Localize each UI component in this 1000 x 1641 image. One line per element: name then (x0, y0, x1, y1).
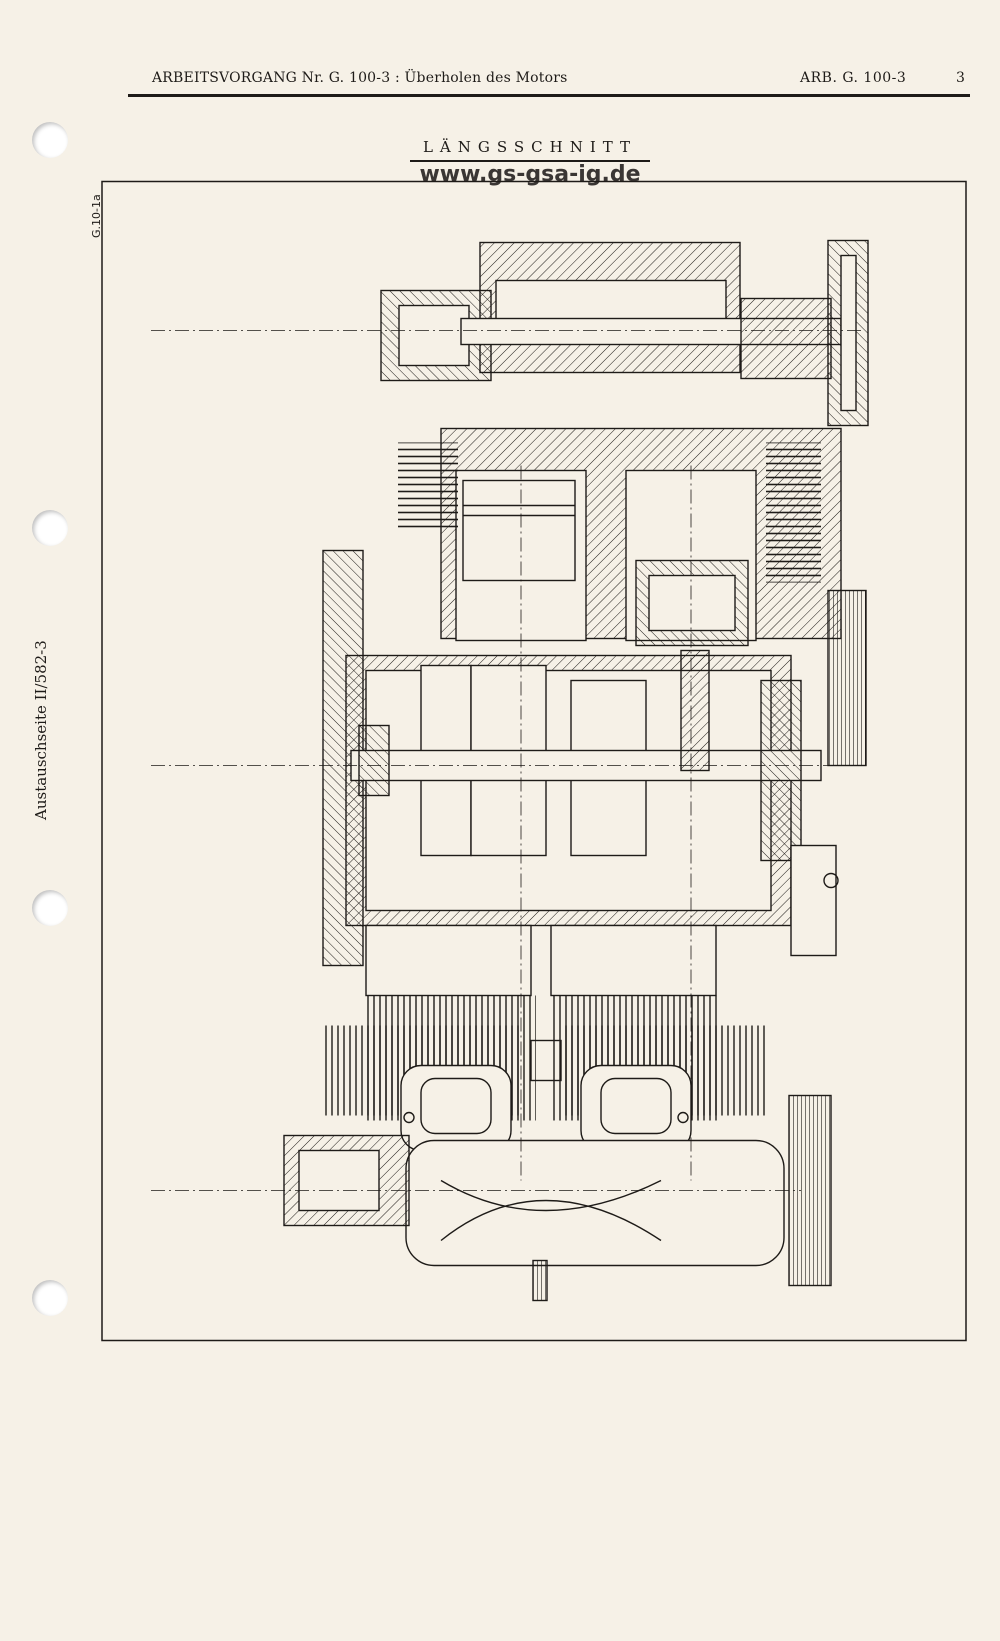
drawing-frame (101, 180, 967, 1342)
punch-hole-3 (32, 890, 68, 926)
work-reference: ARB. G. 100-3 (800, 70, 907, 86)
page-number: 3 (956, 70, 965, 86)
engine-longitudinal-section-drawing (101, 180, 967, 1342)
main-bearing-right (760, 679, 802, 862)
oil-sump (405, 1139, 785, 1267)
main-bearing-left (358, 724, 390, 797)
lower-block-right (550, 924, 717, 997)
upper-fins-right (766, 442, 821, 583)
front-cover-pulley (790, 844, 837, 957)
punch-hole-1 (32, 122, 68, 158)
conrod (680, 649, 710, 772)
lower-block-left (365, 924, 532, 997)
header-rule (128, 94, 970, 97)
piston-upper-left (462, 479, 576, 582)
operation-header: ARBEITSVORGANG Nr. G. 100-3 : Überholen … (152, 70, 568, 86)
front-gear-top (827, 589, 867, 767)
punch-hole-2 (32, 510, 68, 546)
camshaft-bearing-right (740, 297, 832, 380)
replacement-page-note: Austauschseite II/582-3 (32, 640, 50, 820)
drain-plug (532, 1259, 548, 1302)
section-title: LÄNGSSCHNITT (410, 138, 650, 162)
spark-area (530, 1039, 562, 1082)
punch-hole-4 (32, 1280, 68, 1316)
rear-gear-bottom (788, 1094, 832, 1287)
watermark: www.gs-gsa-ig.de (419, 162, 641, 187)
upper-fins-left (398, 442, 458, 533)
